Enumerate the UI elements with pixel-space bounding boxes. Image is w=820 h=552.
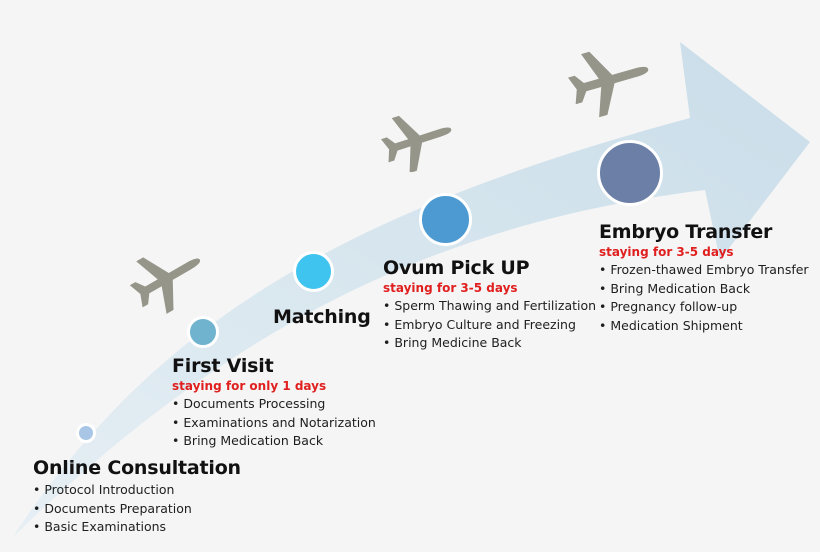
step-item: Bring Medication Back	[172, 432, 376, 451]
step-item: Pregnancy follow-up	[599, 298, 809, 317]
step-item: Medication Shipment	[599, 317, 809, 336]
step-item: Embryo Culture and Freezing	[383, 316, 596, 335]
airplane-icon	[568, 51, 649, 118]
step-title: Matching	[273, 306, 371, 328]
step-items: Documents Processing Examinations and No…	[172, 395, 376, 451]
step-stay-duration: staying for 3-5 days	[599, 245, 734, 259]
step-items: Sperm Thawing and Fertilization Embryo C…	[383, 297, 596, 353]
milestone-dot-1	[76, 423, 96, 443]
milestone-dot-4	[419, 193, 472, 246]
airplane-icon	[129, 257, 201, 314]
step-title: Ovum Pick UP	[383, 257, 530, 279]
step-items: Protocol Introduction Documents Preparat…	[33, 481, 241, 537]
airplane-icon	[380, 115, 452, 172]
milestone-dot-5	[597, 140, 663, 206]
step-item: Sperm Thawing and Fertilization	[383, 297, 596, 316]
step-items: Frozen-thawed Embryo Transfer Bring Medi…	[599, 261, 809, 336]
step-title: Online Consultation	[33, 457, 241, 479]
step-item: Examinations and Notarization	[172, 414, 375, 433]
step-matching: Matching	[273, 306, 371, 328]
step-item: Bring Medication Back	[599, 280, 809, 299]
step-item: Frozen-thawed Embryo Transfer	[599, 261, 808, 280]
step-online-consultation: Online Consultation Protocol Introductio…	[33, 457, 241, 537]
step-item: Documents Preparation	[33, 500, 241, 519]
step-item: Bring Medicine Back	[383, 334, 596, 353]
step-title: Embryo Transfer	[599, 221, 773, 243]
step-ovum-pick-up: Ovum Pick UP staying for 3-5 days Sperm …	[383, 257, 596, 353]
step-item: Basic Examinations	[33, 518, 241, 537]
milestone-dot-2	[187, 316, 219, 348]
step-item: Protocol Introduction	[33, 481, 241, 500]
step-stay-duration: staying for 3-5 days	[383, 281, 518, 295]
step-stay-duration: staying for only 1 days	[172, 379, 327, 393]
step-item: Documents Processing	[172, 395, 376, 414]
step-embryo-transfer: Embryo Transfer staying for 3-5 days Fro…	[599, 221, 809, 335]
step-first-visit: First Visit staying for only 1 days Docu…	[172, 355, 376, 451]
milestone-dot-3	[293, 251, 334, 292]
step-title: First Visit	[172, 355, 274, 377]
